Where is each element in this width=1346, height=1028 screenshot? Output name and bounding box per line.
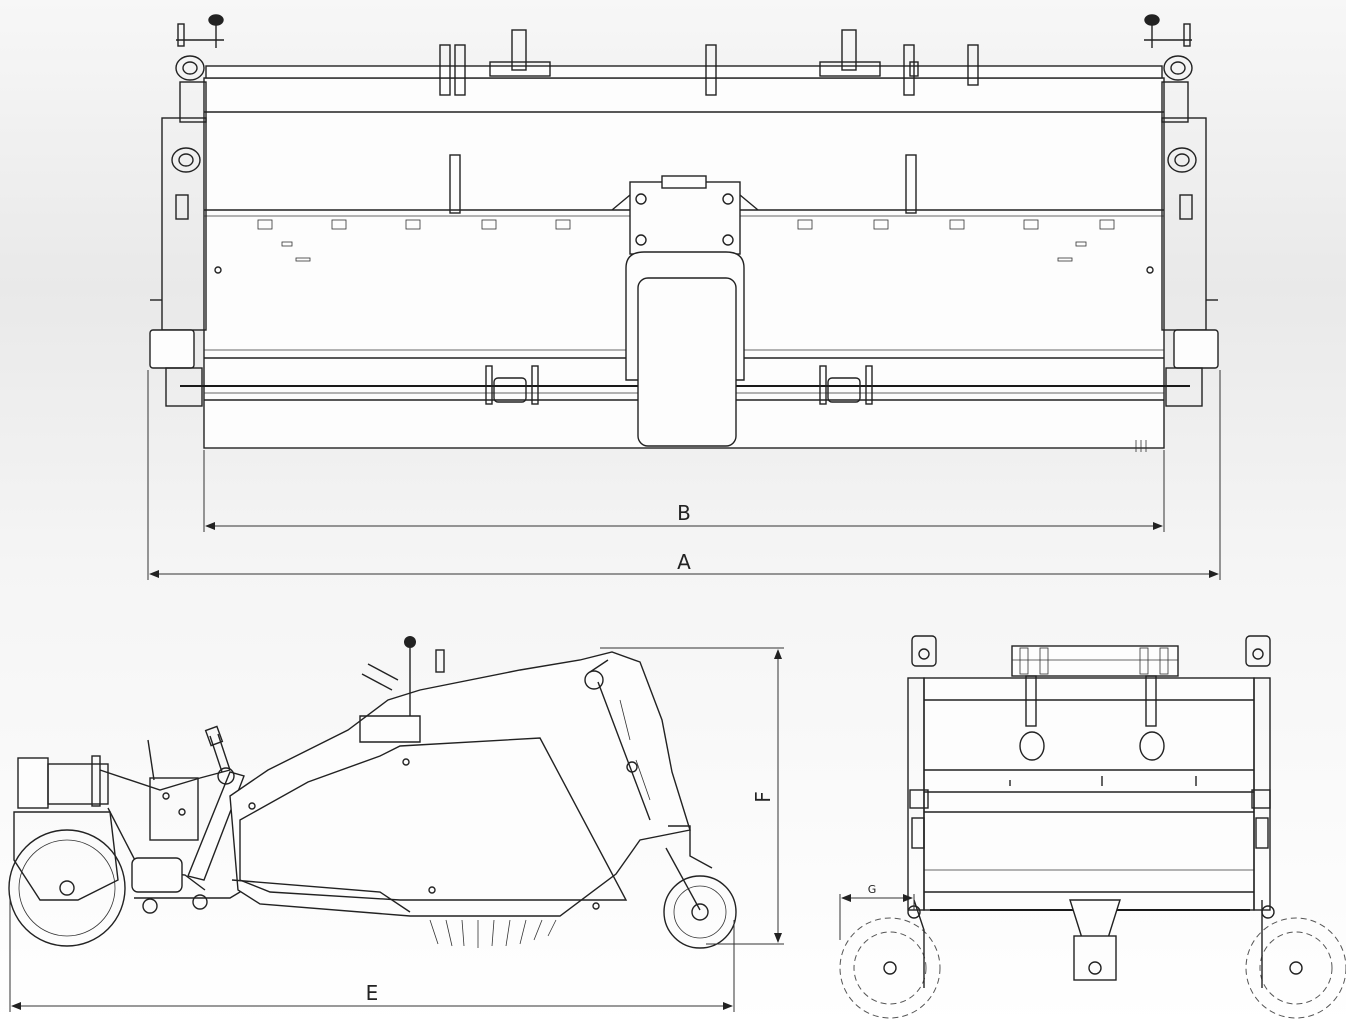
dimension-a: A: [147, 370, 1221, 580]
brush-bristles: [429, 919, 557, 948]
caster-wheel-left: [8, 829, 126, 947]
rear-view-body: [923, 677, 1255, 911]
dimension-g: G: [839, 883, 915, 940]
central-hitch-plate: [629, 181, 741, 255]
side-view: F E: [8, 636, 784, 1012]
rear-view: G: [839, 635, 1346, 1019]
dimension-e: E: [9, 900, 735, 1012]
dimension-label-g: G: [868, 883, 877, 896]
right-handle-icon: [1144, 14, 1192, 48]
dimension-f: F: [600, 647, 784, 945]
central-chute: [637, 277, 737, 447]
rear-wheel-side: [663, 875, 737, 949]
dimension-label-b: B: [677, 501, 691, 525]
rear-wheel-right: [1245, 917, 1346, 1019]
side-view-housing: [229, 651, 691, 917]
dimension-label-f: F: [751, 791, 775, 803]
dimension-label-e: E: [366, 981, 379, 1005]
left-handle-icon: [176, 14, 224, 48]
dimension-label-a: A: [677, 550, 691, 574]
rear-wheel-left: [839, 917, 941, 1019]
dimension-b: B: [203, 450, 1165, 532]
front-view: B A: [147, 14, 1221, 580]
